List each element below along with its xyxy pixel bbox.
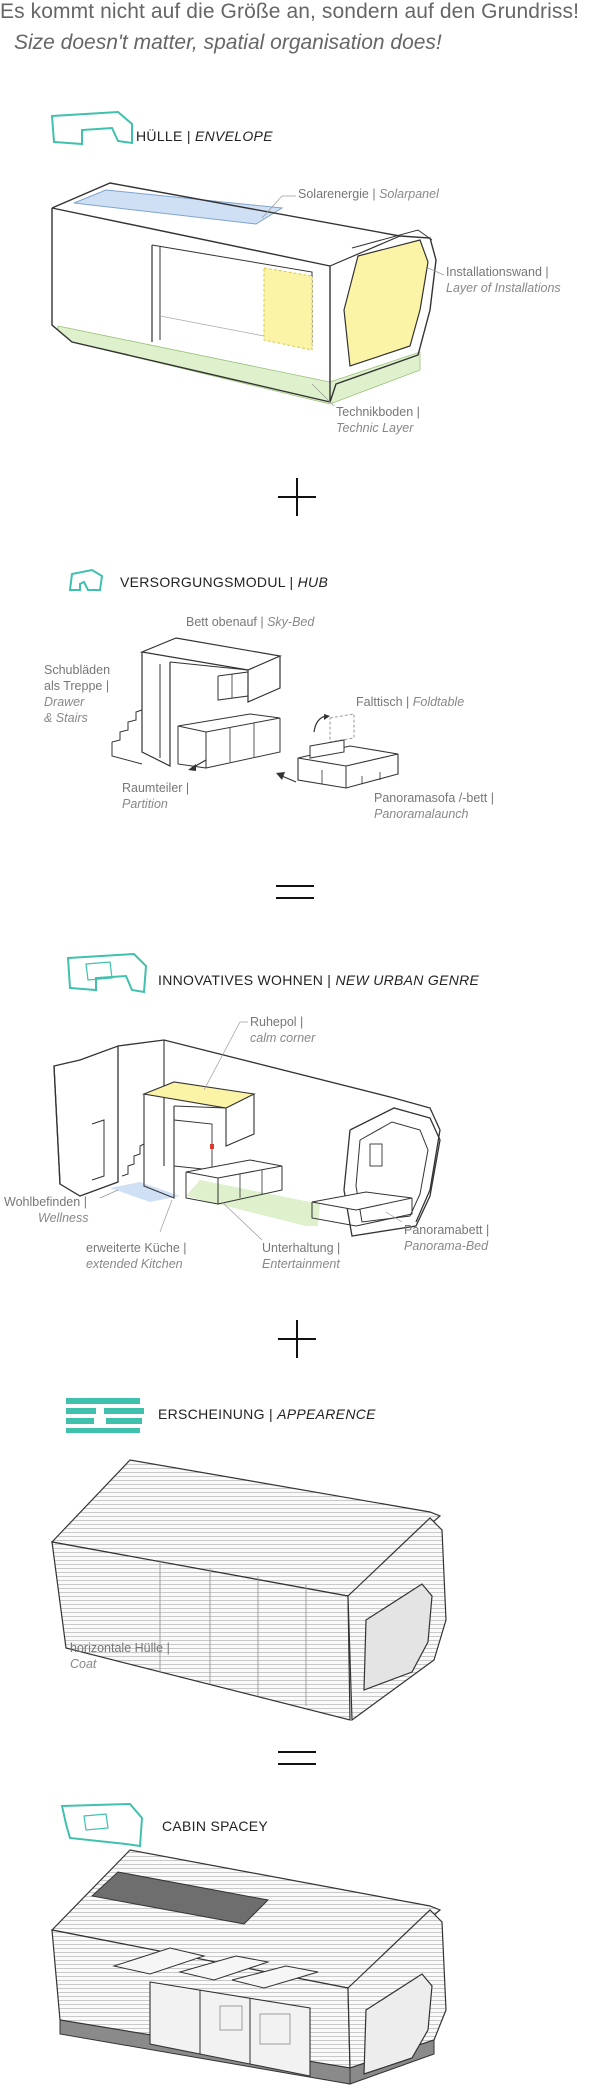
label-drawers-de2: als Treppe | xyxy=(44,679,110,693)
living-title: INNOVATIVES WOHNEN | NEW URBAN GENRE xyxy=(158,972,479,988)
label-extended-kitchen-en: extended Kitchen xyxy=(86,1257,183,1271)
label-partition-de: Raumteiler | xyxy=(122,781,190,795)
label-installations-de: Installationswand | xyxy=(446,265,549,279)
headline-de: Es kommt nicht auf die Größe an, sondern… xyxy=(0,0,580,23)
label-panoramalaunch-en: Panoramalaunch xyxy=(374,807,469,821)
label-drawers: Schubläden als Treppe | Drawer & Stairs xyxy=(44,662,110,726)
appearance-title: ERSCHEINUNG | APPEARENCE xyxy=(158,1406,376,1422)
label-wellness-en: Wellness xyxy=(38,1211,89,1225)
label-solarpanel: Solarenergie | Solarpanel xyxy=(298,186,439,202)
label-partition-en: Partition xyxy=(122,797,168,811)
label-entertainment: Unterhaltung | Entertainment xyxy=(262,1240,340,1272)
label-wellness-de: Wohlbefinden | xyxy=(4,1195,87,1209)
label-foldtable-en: Foldtable xyxy=(412,695,465,709)
envelope-title-en: ENVELOPE xyxy=(194,128,273,144)
label-calm-corner-en: calm corner xyxy=(250,1031,316,1045)
label-drawers-en2: & Stairs xyxy=(44,711,88,725)
label-panorama-bed: Panoramabett | Panorama-Bed xyxy=(404,1222,489,1254)
label-technic-en: Technic Layer xyxy=(336,421,414,435)
label-coat: horizontale Hülle | Coat xyxy=(70,1640,170,1672)
label-wellness: Wohlbefinden | Wellness xyxy=(4,1194,88,1226)
label-entertainment-de: Unterhaltung | xyxy=(262,1241,341,1255)
label-panoramalaunch: Panoramasofa /-bett | Panoramalaunch xyxy=(374,790,494,822)
label-solarpanel-en: Solarpanel xyxy=(379,187,439,201)
label-technic: Technikboden | Technic Layer xyxy=(336,404,420,436)
label-panorama-bed-en: Panorama-Bed xyxy=(404,1239,489,1253)
appearance-title-en: APPEARENCE xyxy=(277,1406,376,1422)
label-drawers-en1: Drawer xyxy=(44,695,85,709)
label-partition: Raumteiler | Partition xyxy=(122,780,189,812)
envelope-title-de: HÜLLE | xyxy=(136,128,195,144)
label-skybed-en: Sky-Bed xyxy=(267,615,315,629)
headline-en: Size doesn't matter, spatial organisatio… xyxy=(14,31,442,54)
label-skybed: Bett obenauf | Sky-Bed xyxy=(186,614,314,630)
appearance-title-de: ERSCHEINUNG | xyxy=(158,1406,278,1422)
hub-title-de: VERSORGUNGSMODUL | xyxy=(120,574,298,590)
cabin-title: CABIN SPACEY xyxy=(162,1818,269,1834)
label-installations: Installationswand | Layer of Installation… xyxy=(446,264,561,296)
label-foldtable-de: Falttisch | xyxy=(356,695,413,709)
label-installations-en: Layer of Installations xyxy=(446,281,561,295)
label-drawers-de1: Schubläden xyxy=(44,663,111,677)
label-calm-corner: Ruhepol | calm corner xyxy=(250,1014,315,1046)
label-extended-kitchen: erweiterte Küche | extended Kitchen xyxy=(86,1240,187,1272)
label-skybed-de: Bett obenauf | xyxy=(186,615,268,629)
living-title-de: INNOVATIVES WOHNEN | xyxy=(158,972,336,988)
label-technic-de: Technikboden | xyxy=(336,405,420,419)
label-panoramalaunch-de: Panoramasofa /-bett | xyxy=(374,791,494,805)
label-coat-en: Coat xyxy=(70,1657,97,1671)
label-panorama-bed-de: Panoramabett | xyxy=(404,1223,490,1237)
hub-title-en: HUB xyxy=(297,574,329,590)
envelope-title: HÜLLE | ENVELOPE xyxy=(136,128,273,144)
living-title-en: NEW URBAN GENRE xyxy=(335,972,480,988)
hub-title: VERSORGUNGSMODUL | HUB xyxy=(120,574,328,590)
label-extended-kitchen-de: erweiterte Küche | xyxy=(86,1241,187,1255)
label-entertainment-en: Entertainment xyxy=(262,1257,340,1271)
label-solarpanel-de: Solarenergie | xyxy=(298,187,380,201)
label-calm-corner-de: Ruhepol | xyxy=(250,1015,304,1029)
label-foldtable: Falttisch | Foldtable xyxy=(356,694,464,710)
label-coat-de: horizontale Hülle | xyxy=(70,1641,170,1655)
